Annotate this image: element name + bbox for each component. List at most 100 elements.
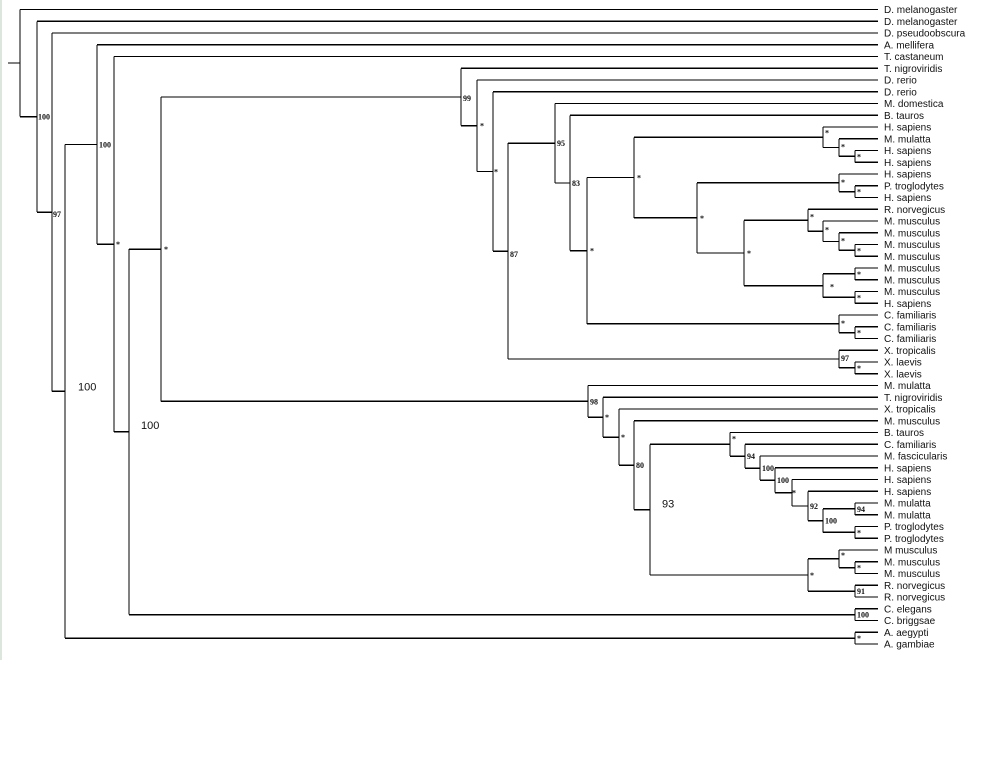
support-value: 93 <box>662 499 674 511</box>
support-value: * <box>857 329 861 338</box>
taxon-label: A. aegypti <box>884 628 928 639</box>
tree-branches <box>8 8 878 645</box>
support-value: * <box>841 143 845 152</box>
taxon-label: M. mulatta <box>884 499 931 510</box>
taxon-label: C. familiaris <box>884 311 936 322</box>
taxon-label: P. troglodytes <box>884 522 944 533</box>
taxon-label: H. sapiens <box>884 299 931 310</box>
support-value: 100 <box>777 476 789 485</box>
taxon-label: M. musculus <box>884 228 940 239</box>
taxon-label: M. mulatta <box>884 510 931 521</box>
support-value: 100 <box>762 464 774 473</box>
support-value: * <box>700 214 704 223</box>
support-value: * <box>590 247 594 256</box>
taxon-label: M musculus <box>884 546 937 557</box>
taxon-label: D. rerio <box>884 76 917 87</box>
taxon-label: X. laevis <box>884 369 922 380</box>
taxon-label: H. sapiens <box>884 123 931 134</box>
taxon-label: T. castaneum <box>884 52 943 63</box>
taxon-label: D. melanogaster <box>884 17 958 28</box>
taxon-label: M. fascicularis <box>884 452 947 463</box>
taxon-label: H. sapiens <box>884 158 931 169</box>
taxon-label: C. familiaris <box>884 334 936 345</box>
taxon-label: M. mulatta <box>884 381 931 392</box>
taxon-label: A. mellifera <box>884 40 934 51</box>
taxon-label: D. pseudoobscura <box>884 29 966 40</box>
taxon-label: M. musculus <box>884 416 940 427</box>
support-value: * <box>810 212 814 221</box>
taxon-label: R. norvegicus <box>884 205 945 216</box>
support-value: 100 <box>78 381 96 393</box>
support-value: * <box>857 564 861 573</box>
taxon-label: C. briggsae <box>884 616 936 627</box>
support-value: 100 <box>141 420 159 432</box>
support-value: 80 <box>636 461 644 470</box>
taxon-label: H. sapiens <box>884 170 931 181</box>
support-value: * <box>637 174 641 183</box>
support-value: 100 <box>99 140 111 149</box>
taxon-label: D. melanogaster <box>884 5 958 16</box>
support-value: * <box>621 433 625 442</box>
support-value: * <box>830 283 834 292</box>
support-value: * <box>825 128 829 137</box>
support-value: * <box>857 246 861 255</box>
support-value: * <box>605 413 609 422</box>
support-value: * <box>164 245 168 254</box>
support-value: * <box>841 178 845 187</box>
support-value: 91 <box>857 587 865 596</box>
taxon-label: H. sapiens <box>884 193 931 204</box>
taxon-label: H. sapiens <box>884 487 931 498</box>
support-values: ******************8395*9787**9994*10092*… <box>38 94 869 643</box>
support-value: * <box>857 634 861 643</box>
support-value: 97 <box>53 210 61 219</box>
taxon-label: C. familiaris <box>884 440 936 451</box>
support-value: 100 <box>857 611 869 620</box>
support-value: 100 <box>38 113 50 122</box>
taxon-label: P. troglodytes <box>884 181 944 192</box>
taxon-label: M. musculus <box>884 275 940 286</box>
taxon-label: M. mulatta <box>884 134 931 145</box>
taxon-label: T. nigroviridis <box>884 393 942 404</box>
taxon-label: M. musculus <box>884 264 940 275</box>
support-value: * <box>494 167 498 176</box>
taxon-label: M. musculus <box>884 252 940 263</box>
support-value: * <box>841 319 845 328</box>
taxon-label: P. troglodytes <box>884 534 944 545</box>
support-value: * <box>857 188 861 197</box>
support-value: 94 <box>857 505 865 514</box>
support-value: * <box>747 249 751 258</box>
taxon-label: C. elegans <box>884 604 932 615</box>
support-value: * <box>841 551 845 560</box>
taxon-label: T. nigroviridis <box>884 64 942 75</box>
support-value: 92 <box>810 502 818 511</box>
support-value: 97 <box>841 354 849 363</box>
support-value: * <box>857 152 861 161</box>
support-value: * <box>792 489 796 498</box>
support-value: * <box>825 225 829 234</box>
taxon-label: M. musculus <box>884 557 940 568</box>
taxon-label: M. musculus <box>884 569 940 580</box>
support-value: 94 <box>747 452 755 461</box>
taxon-label: X. laevis <box>884 358 922 369</box>
support-value: * <box>857 364 861 373</box>
taxon-label: M. domestica <box>884 99 944 110</box>
support-value: * <box>857 528 861 537</box>
taxon-label: M. musculus <box>884 240 940 251</box>
support-value: 95 <box>557 139 565 148</box>
taxon-label: R. norvegicus <box>884 593 945 604</box>
taxon-label: H. sapiens <box>884 475 931 486</box>
taxon-label: D. rerio <box>884 87 917 98</box>
taxon-label: M. musculus <box>884 217 940 228</box>
support-value: * <box>480 122 484 131</box>
taxon-label: A. gambiae <box>884 640 935 651</box>
taxon-label: B. tauros <box>884 111 924 122</box>
support-value: * <box>810 571 814 580</box>
support-value: 100 <box>825 517 837 526</box>
support-value: * <box>841 237 845 246</box>
support-value: * <box>116 240 120 249</box>
taxon-label: X. tropicalis <box>884 346 936 357</box>
support-value: 83 <box>572 179 580 188</box>
taxon-label: H. sapiens <box>884 463 931 474</box>
